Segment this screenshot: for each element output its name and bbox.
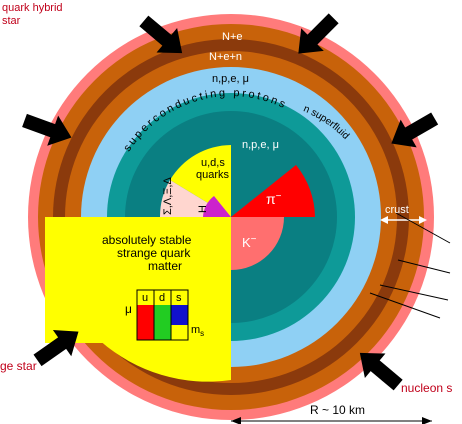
quark-bar-frame xyxy=(136,289,189,341)
scale-bar-arrow-left xyxy=(231,417,241,424)
label-crust: crust xyxy=(385,204,409,216)
label-quark-hybrid-line1: quark hybrid xyxy=(2,2,63,14)
label-third-ring: n,p,e, μ xyxy=(212,73,249,85)
label-qm-line3: matter xyxy=(148,259,182,273)
label-bar-u: u xyxy=(142,292,148,304)
pion-segment xyxy=(231,165,315,217)
label-second-ring: N+e+n xyxy=(209,51,242,63)
label-bar-d: d xyxy=(159,292,165,304)
label-quarks-line2: quarks xyxy=(196,169,230,181)
label-h-dibaryon: H xyxy=(197,205,209,213)
label-nucleon-star: nucleon s xyxy=(401,381,452,395)
label-kaon: K− xyxy=(242,234,257,250)
crust-arrow-right xyxy=(419,216,427,224)
quark-bar-mu xyxy=(137,305,154,340)
label-scale-bar: R ~ 10 km xyxy=(310,403,365,417)
thin-arrow-2 xyxy=(397,259,451,274)
label-outer-ring: N+e xyxy=(222,31,243,43)
thick-arrow-bottom-right xyxy=(359,352,403,391)
scale-bar-arrow-right xyxy=(422,417,432,424)
label-ms: ms xyxy=(191,324,204,338)
label-quark-hybrid-line2: star xyxy=(2,15,21,27)
label-strange-star: ge star xyxy=(0,359,37,373)
kaon-segment xyxy=(231,217,284,270)
label-bar-mu: μ xyxy=(125,302,132,316)
label-qm-line1: absolutely stable xyxy=(102,233,192,247)
label-qm-line2: strange quark xyxy=(117,246,191,260)
thick-arrow-right xyxy=(391,112,439,148)
label-hyperons: Σ,Λ,Ξ,Δ xyxy=(162,177,174,215)
thick-arrow-top-left xyxy=(139,15,183,54)
label-pion: π− xyxy=(266,191,282,207)
thin-arrow-1 xyxy=(395,212,451,244)
quark-bar-u xyxy=(154,305,171,340)
thick-arrow-left xyxy=(22,113,72,146)
thin-arrow-3 xyxy=(379,284,449,301)
thick-arrow-top-right xyxy=(298,13,339,54)
label-quarks-line1: u,d,s xyxy=(201,157,225,169)
crust-arrow-left xyxy=(380,216,388,224)
label-bar-s: s xyxy=(176,292,182,304)
thick-arrow-bottom-left xyxy=(33,330,79,367)
thin-arrow-4 xyxy=(369,292,441,319)
label-inner-ring: n,p,e, μ xyxy=(242,139,279,151)
quark-bar-d xyxy=(171,305,188,325)
h-dibaryon-segment xyxy=(203,196,231,217)
